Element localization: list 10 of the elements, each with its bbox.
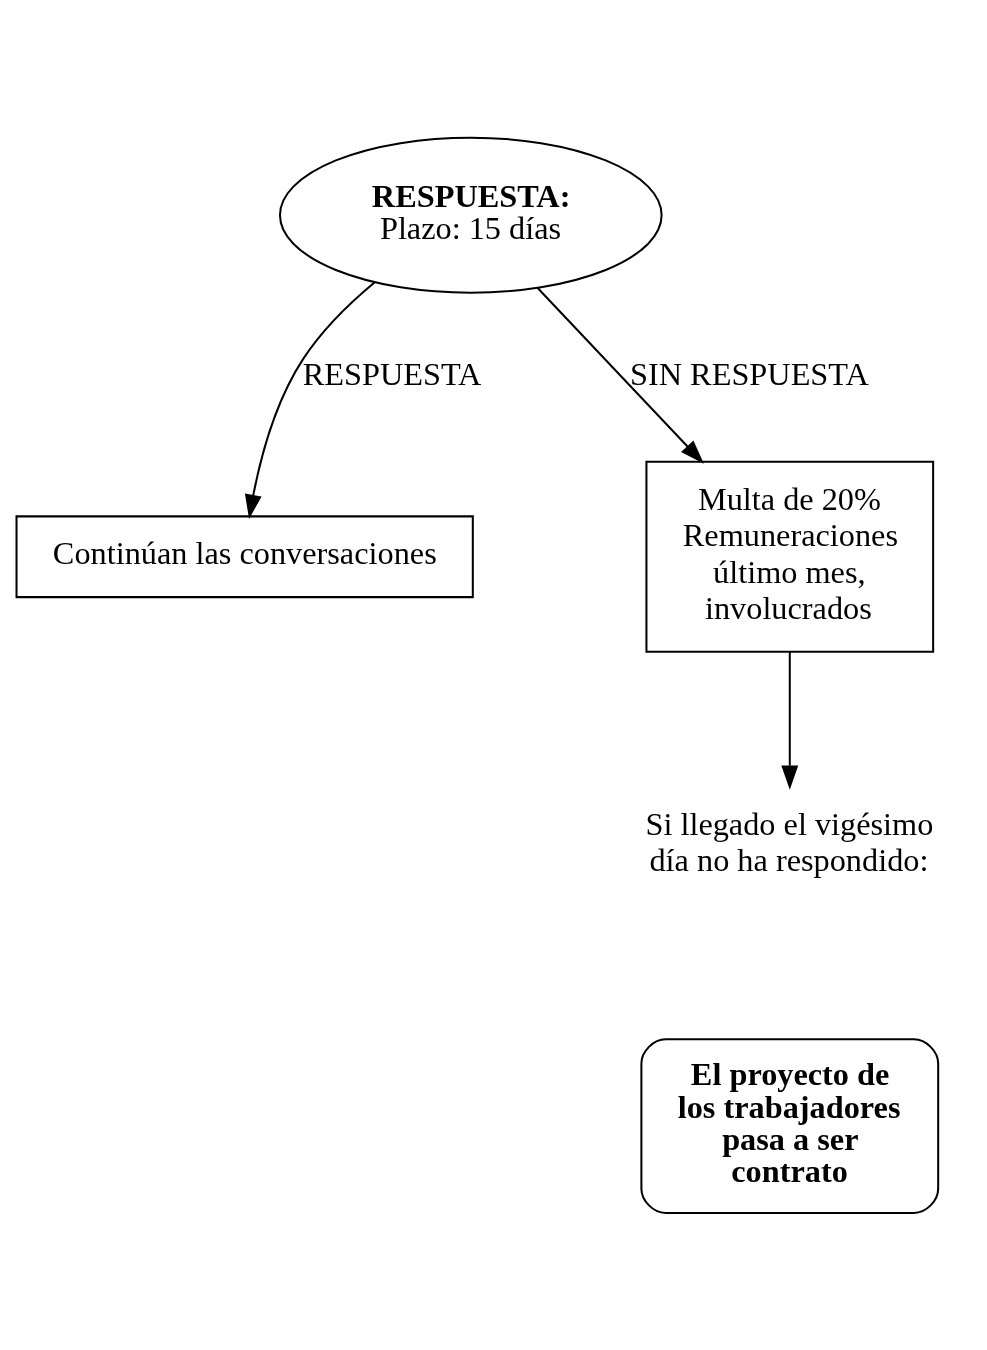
arrow xyxy=(244,281,376,519)
node-ellipse: RESPUESTA: Plazo: 15 días xyxy=(278,136,663,294)
arrow xyxy=(536,286,704,464)
node-box: Multa de 20% Remuneraciones último mes, involucrados xyxy=(645,460,935,653)
edge-label: SIN RESPUESTA xyxy=(630,355,869,392)
node-text: Si llegado el vigésimo día no ha respondido: xyxy=(645,805,934,878)
edge-label: RESPUESTA xyxy=(302,355,482,392)
node-box: Continúan las conversaciones xyxy=(15,514,474,598)
arrow xyxy=(781,651,799,790)
node-box: El proyecto de los trabajadores pasa a ser contrato xyxy=(640,1037,940,1214)
